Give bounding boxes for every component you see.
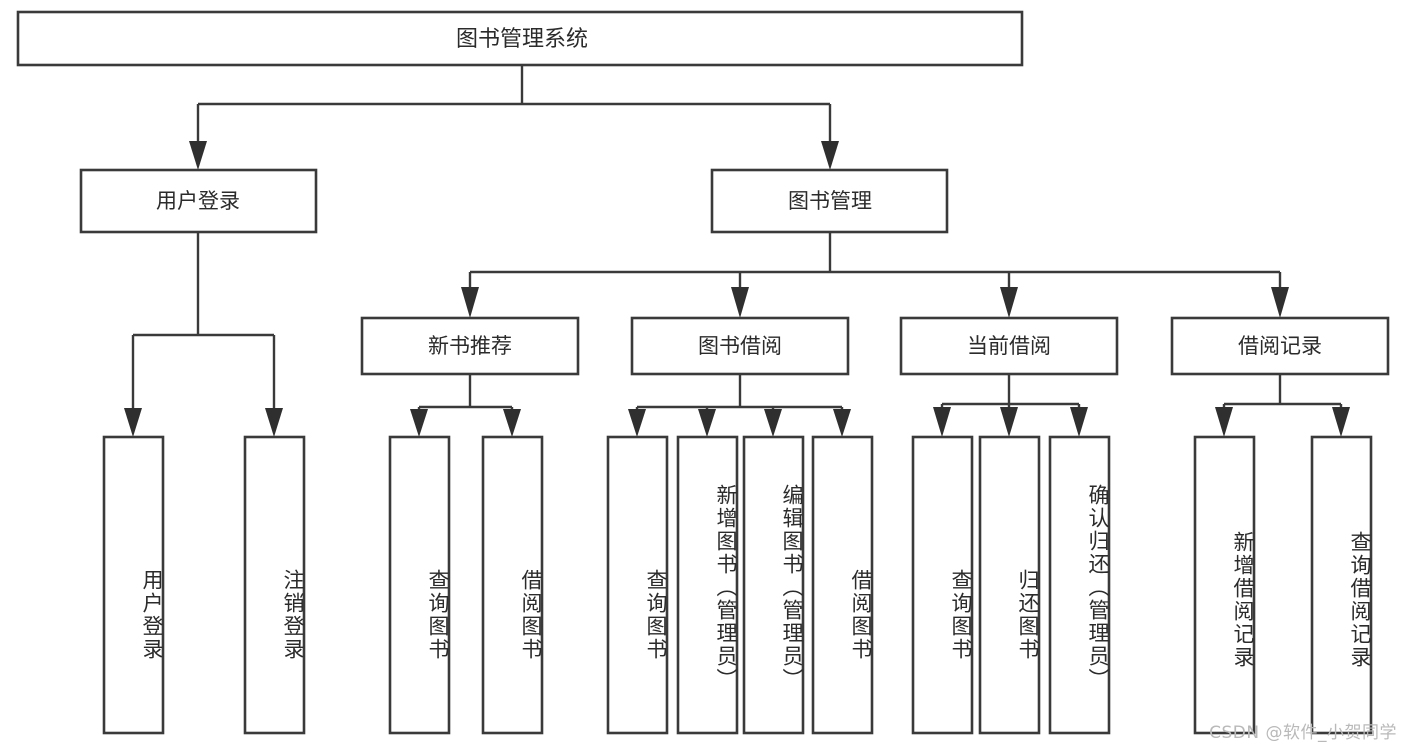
node-book-manage-label: 图书管理 [788,189,872,213]
leaf-box-query-book-1[interactable] [388,435,451,735]
connector-current-borrow-to-leaves [933,374,1088,437]
leaf-box-query-book-3[interactable] [911,435,974,735]
leaf-box-return-book[interactable] [978,435,1041,735]
connector-book-borrow-to-leaves [628,374,851,437]
watermark: CSDN @软件_小贺同学 [1209,723,1397,743]
leaf-boxes [102,435,1373,735]
node-new-book-recommend[interactable]: 新书推荐 [360,316,580,376]
leaf-box-query-record[interactable] [1310,435,1373,735]
node-book-borrow-label: 图书借阅 [698,334,782,358]
leaf-box-query-book-2[interactable] [606,435,669,735]
arrow-head-icon [124,408,142,437]
leaf-box-confirm-return[interactable] [1048,435,1111,735]
arrow-head-icon [461,287,479,318]
node-new-book-recommend-label: 新书推荐 [428,334,512,358]
arrow-head-icon [933,407,951,437]
leaf-box-borrow-book-1[interactable] [481,435,544,735]
node-root[interactable]: 图书管理系统 [16,10,1024,67]
connector-user-login-to-leaves [124,232,283,437]
connector-borrow-record-to-leaves [1215,374,1350,437]
leaf-box-logout-login[interactable] [243,435,306,735]
node-current-borrow[interactable]: 当前借阅 [899,316,1119,376]
node-book-manage[interactable]: 图书管理 [710,168,949,234]
connector-root-to-level2 [189,65,839,170]
connector-new-book-recommend-to-leaves [410,374,521,437]
node-current-borrow-label: 当前借阅 [967,334,1051,358]
arrow-head-icon [821,141,839,170]
arrow-head-icon [698,409,716,437]
arrow-head-icon [503,409,521,437]
leaf-box-add-record[interactable] [1193,435,1256,735]
node-book-borrow[interactable]: 图书借阅 [630,316,850,376]
arrow-head-icon [189,141,207,170]
arrow-head-icon [265,408,283,437]
node-root-label: 图书管理系统 [456,27,588,52]
node-borrow-record-label: 借阅记录 [1238,334,1322,358]
arrow-head-icon [764,409,782,437]
leaf-box-edit-book[interactable] [742,435,805,735]
connector-book-manage-to-level3 [461,232,1289,318]
leaf-box-borrow-book-2[interactable] [811,435,874,735]
arrow-head-icon [833,409,851,437]
arrow-head-icon [628,409,646,437]
arrow-head-icon [1271,287,1289,318]
node-borrow-record[interactable]: 借阅记录 [1170,316,1390,376]
arrow-head-icon [731,287,749,318]
node-user-login[interactable]: 用户登录 [79,168,318,234]
leaf-box-user-login[interactable] [102,435,165,735]
arrow-head-icon [1215,407,1233,437]
arrow-head-icon [1000,287,1018,318]
node-user-login-label: 用户登录 [156,189,240,213]
arrow-head-icon [1332,407,1350,437]
arrow-head-icon [1000,407,1018,437]
arrow-head-icon [1070,407,1088,437]
leaf-box-add-book[interactable] [676,435,739,735]
arrow-head-icon [410,409,428,437]
